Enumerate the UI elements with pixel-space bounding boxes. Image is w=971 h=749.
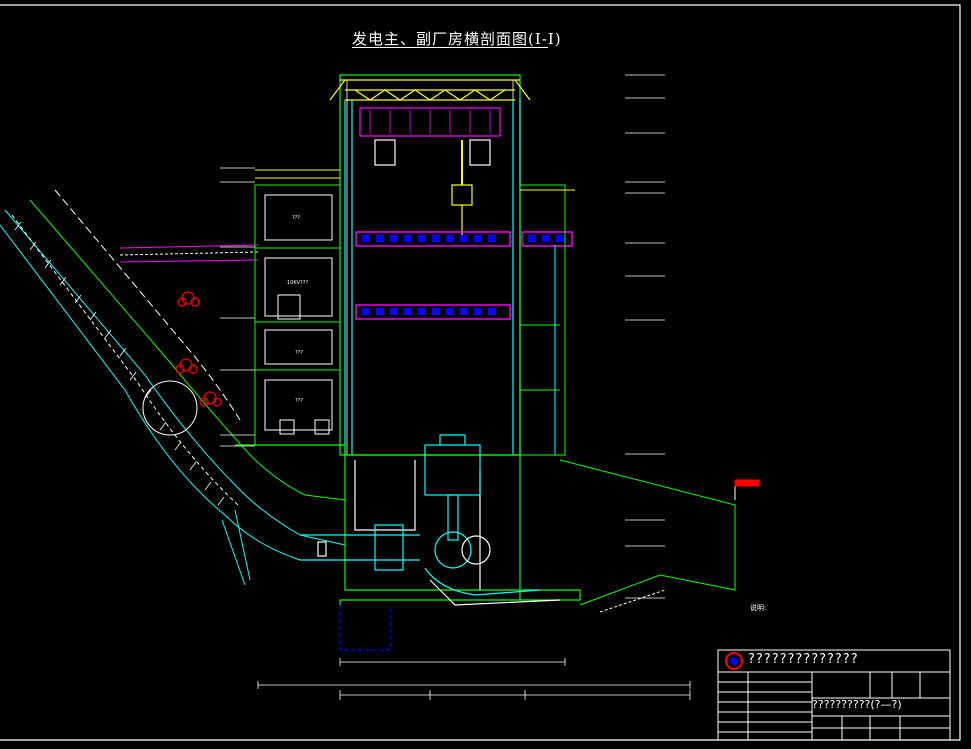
room-label-1: ???: [292, 215, 300, 221]
dimension-lines: [257, 658, 691, 700]
title-block: [717, 649, 951, 741]
tailrace-slope: [559, 459, 760, 613]
slab-voids: [362, 235, 564, 315]
penstock-tunnel: [0, 189, 346, 586]
landscape-trees: [175, 291, 222, 407]
room-label-4: ???: [295, 398, 303, 404]
drawing-border: [0, 4, 961, 741]
notes-heading: 说明:: [750, 604, 767, 612]
room-label-2: 10KV???: [287, 280, 309, 286]
substructure: [235, 434, 581, 651]
title-underline: [352, 47, 548, 48]
access-bridge: [119, 244, 259, 263]
main-powerhouse: [329, 74, 531, 456]
drawing-title: 发电主、副厂房横剖面图(Ⅰ-Ⅰ): [352, 30, 562, 48]
company-logo: [725, 652, 743, 670]
elevation-markers: [220, 74, 665, 599]
floor-slabs: [355, 231, 573, 320]
right-structure: [519, 184, 575, 456]
slope-hatch: [14, 221, 225, 506]
title-block-drawing-name: ??????????(?—?): [812, 698, 902, 711]
room-label-3: ???: [295, 350, 303, 356]
title-block-company: ??????????????: [748, 652, 859, 667]
